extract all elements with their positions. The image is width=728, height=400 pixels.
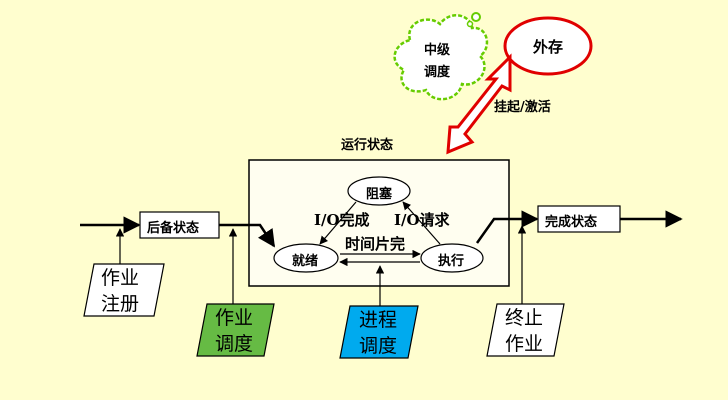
process-schedule-label: 进程 调度: [358, 309, 397, 357]
blocked-state: [347, 176, 411, 206]
external-storage-label: 外存: [533, 38, 564, 56]
job-schedule-label: 作业 调度: [214, 307, 253, 355]
medium-term-scheduler-cloud: [393, 12, 489, 101]
cloud-label: 中级 调度: [423, 43, 450, 80]
backup-state-label: 后备状态: [147, 221, 200, 236]
to-ready-arrow: [219, 223, 276, 248]
external-storage-ellipse: [503, 16, 593, 76]
running-states-title: 运行状态: [341, 138, 394, 153]
running-state-label: 执行: [438, 254, 465, 269]
ready-state-label: 就绪: [292, 254, 319, 269]
done-state-box: [537, 205, 621, 233]
to-done-arrow: [475, 210, 539, 244]
blocked-state-label: 阻塞: [366, 187, 393, 202]
io-complete-label: I/O完成: [314, 211, 370, 229]
time-slice-label: 时间片完: [345, 235, 406, 253]
job-schedule-parallelogram: [196, 303, 275, 357]
io-complete-arrow: [319, 201, 357, 245]
io-request-arrow: [402, 201, 441, 245]
ready-state: [273, 243, 339, 273]
io-request-label: I/O请求: [394, 211, 450, 229]
job-terminate-label: 终止 作业: [504, 307, 543, 355]
process-schedule-parallelogram: [339, 305, 419, 359]
job-terminate-parallelogram: [486, 303, 565, 357]
job-register-parallelogram: [83, 263, 165, 317]
suspend-activate-label: 挂起/激活: [494, 100, 551, 115]
done-state-label: 完成状态: [545, 215, 598, 230]
suspend-activate-arrow: [446, 53, 512, 155]
job-register-label: 作业 注册: [100, 267, 139, 315]
backup-state-box: [139, 211, 220, 239]
running-state: [420, 243, 484, 273]
